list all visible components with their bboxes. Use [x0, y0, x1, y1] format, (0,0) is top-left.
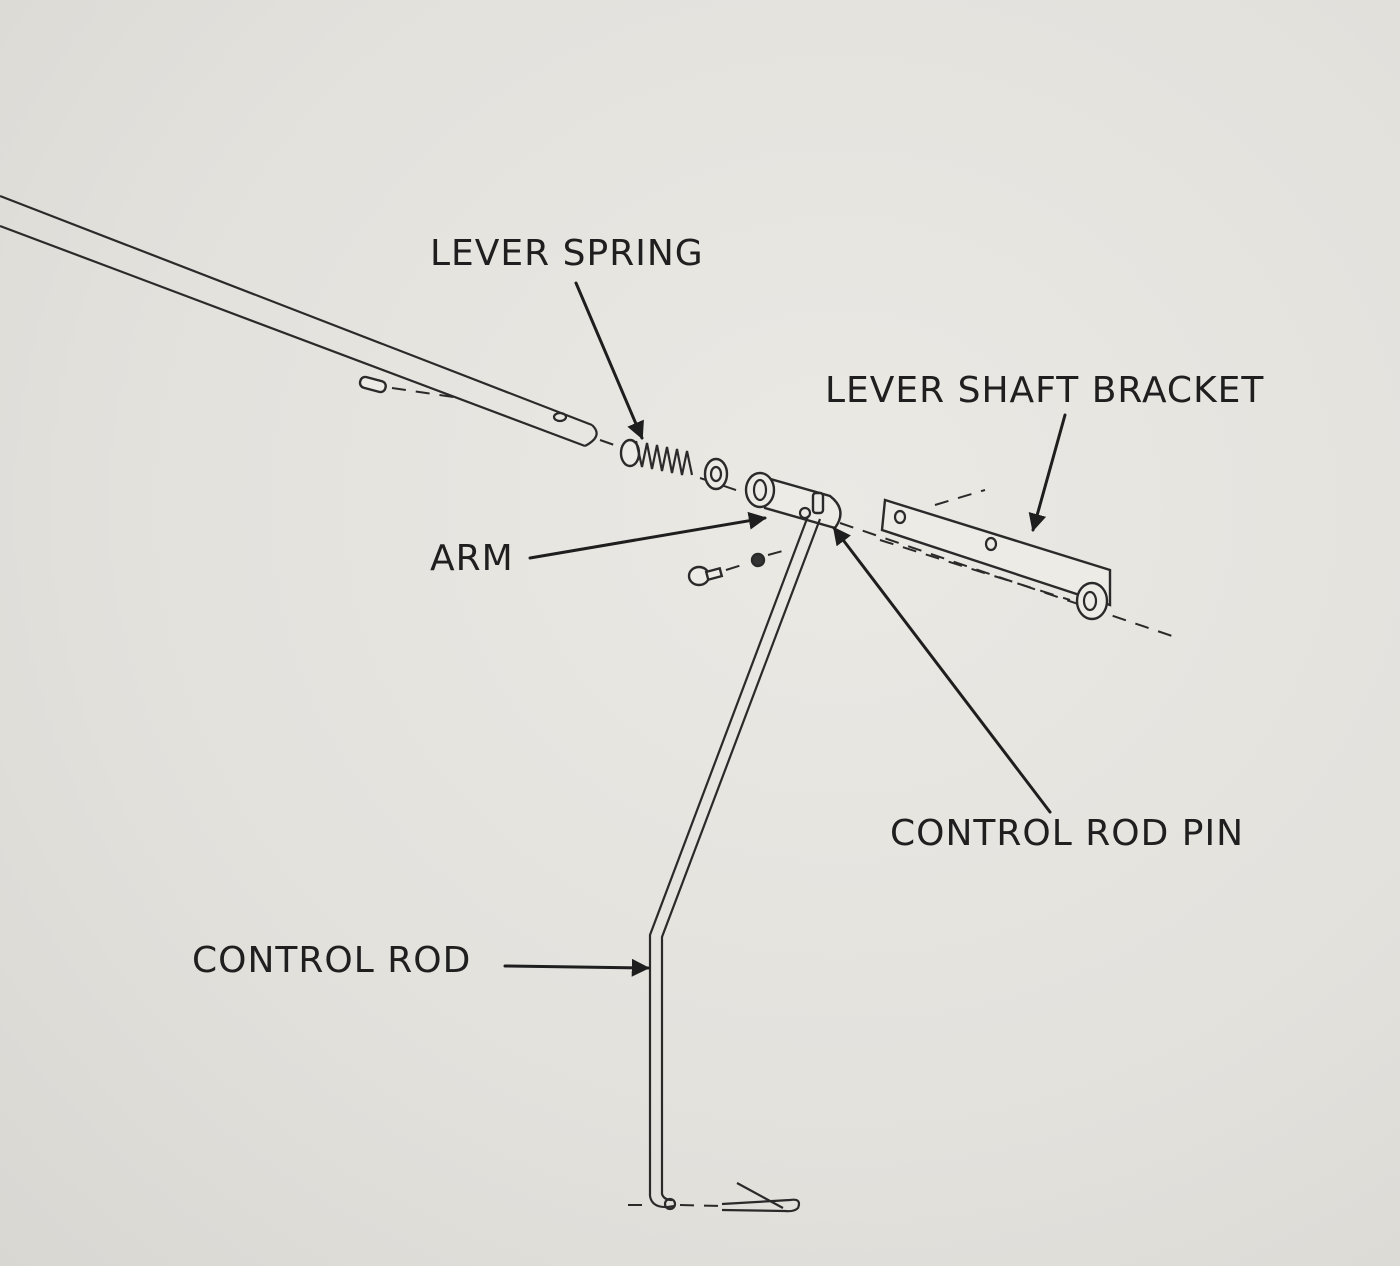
label-lever-shaft-bracket: LEVER SHAFT BRACKET	[825, 370, 1264, 411]
washer	[703, 457, 729, 491]
label-control-rod-pin: CONTROL ROD PIN	[890, 813, 1244, 854]
label-control-rod: CONTROL ROD	[192, 940, 471, 981]
set-screw	[687, 548, 791, 587]
lever-shaft-bracket-part	[879, 489, 1112, 621]
lever-shaft	[0, 194, 598, 448]
label-arm: ARM	[430, 538, 514, 579]
label-lever-spring: LEVER SPRING	[430, 233, 704, 274]
arrow-lever-spring	[574, 281, 644, 440]
shaft-pin	[358, 375, 461, 399]
arrow-arm	[528, 511, 767, 560]
control-rod-part	[628, 515, 822, 1211]
lever-spring-part	[619, 438, 694, 476]
cotter-pin	[721, 1182, 801, 1213]
arrow-control-rod-pin	[832, 526, 1052, 814]
arrow-control-rod	[503, 958, 650, 977]
arrow-lever-shaft-bracket	[1028, 413, 1067, 532]
